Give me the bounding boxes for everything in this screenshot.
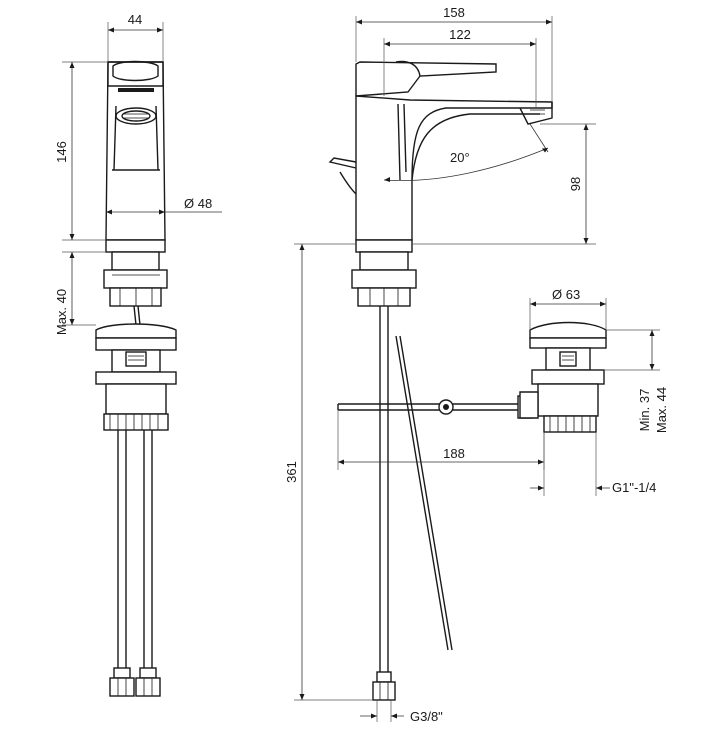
dim-diameter-63-label: Ø 63	[552, 287, 580, 302]
dim-g1-label: G1"-1/4	[612, 480, 656, 495]
dim-146-label: 146	[54, 141, 69, 163]
dim-122-label: 122	[449, 27, 471, 42]
dim-min-37-label: Min. 37	[637, 389, 652, 432]
dim-98-label: 98	[568, 177, 583, 191]
side-view-dimensions: 158 122 20° 98 361 188 G3/8"	[284, 5, 596, 724]
dim-angle-20-label: 20°	[450, 150, 470, 165]
dim-g38-label: G3/8"	[410, 709, 443, 724]
front-view	[95, 60, 177, 697]
dim-max-44-label: Max. 44	[654, 387, 669, 433]
waste-detail-dimensions: Ø 63 Min. 37 Max. 44 G1"-1/4	[529, 287, 669, 496]
front-view-dimensions: 44 146 Ø 48 Max. 40	[54, 12, 222, 335]
dim-188-label: 188	[443, 446, 465, 461]
dim-44-label: 44	[128, 12, 142, 27]
dim-max-40-label: Max. 40	[54, 289, 69, 335]
dim-361-label: 361	[284, 461, 299, 483]
waste-detail-view	[519, 321, 607, 433]
side-view	[328, 60, 553, 701]
dim-diameter-48-label: Ø 48	[184, 196, 212, 211]
dim-158-label: 158	[443, 5, 465, 20]
